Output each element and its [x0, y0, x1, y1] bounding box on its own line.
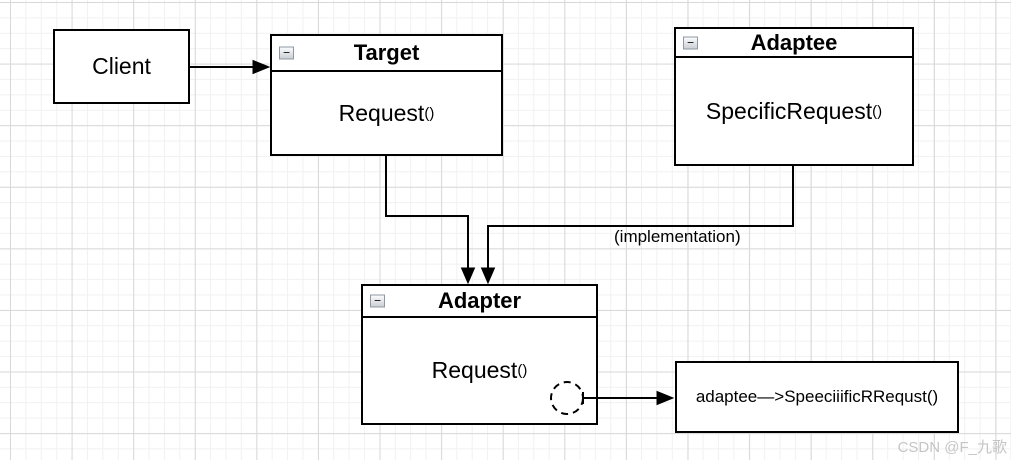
- target-method-parens: (): [424, 104, 435, 122]
- adapter-title: Adapter: [437, 288, 522, 313]
- target-header: − Target: [272, 36, 501, 72]
- arrowhead-adapter-note: [656, 390, 675, 406]
- adapter-method: Request: [431, 357, 518, 383]
- adapter-header: − Adapter: [363, 286, 596, 318]
- arrowhead-target-adapter: [460, 267, 476, 285]
- edge-adaptee-adapter: [487, 165, 794, 268]
- edge-target-adapter: [385, 155, 469, 268]
- collapse-icon[interactable]: −: [279, 46, 294, 60]
- adapter-method-parens: (): [517, 362, 528, 379]
- adaptee-header: − Adaptee: [676, 29, 912, 58]
- collapse-icon[interactable]: −: [370, 294, 385, 308]
- note-label: adaptee—>SpeeciiificRRequst(): [695, 387, 939, 406]
- note-node[interactable]: adaptee—>SpeeciiificRRequst(): [675, 361, 959, 433]
- adaptee-body: SpecificRequest(): [676, 58, 912, 164]
- adaptee-method-parens: (): [872, 102, 883, 120]
- adaptee-node[interactable]: − Adaptee SpecificRequest(): [674, 27, 914, 166]
- client-node[interactable]: Client: [53, 29, 190, 104]
- client-label: Client: [92, 53, 151, 79]
- adaptee-method: SpecificRequest: [705, 97, 873, 124]
- watermark: CSDN @F_九歌: [897, 439, 1007, 456]
- target-node[interactable]: − Target Request(): [270, 34, 503, 156]
- arrowhead-client-target: [252, 59, 271, 75]
- adaptee-title: Adaptee: [750, 29, 838, 55]
- target-title: Target: [353, 40, 420, 65]
- adapter-body: Request(): [363, 318, 596, 423]
- target-method: Request: [338, 99, 425, 126]
- target-body: Request(): [272, 72, 501, 154]
- collapse-icon[interactable]: −: [683, 36, 698, 49]
- adapter-node[interactable]: − Adapter Request(): [361, 284, 598, 425]
- arrowhead-adaptee-adapter: [480, 267, 496, 285]
- implementation-label: (implementation): [614, 227, 741, 246]
